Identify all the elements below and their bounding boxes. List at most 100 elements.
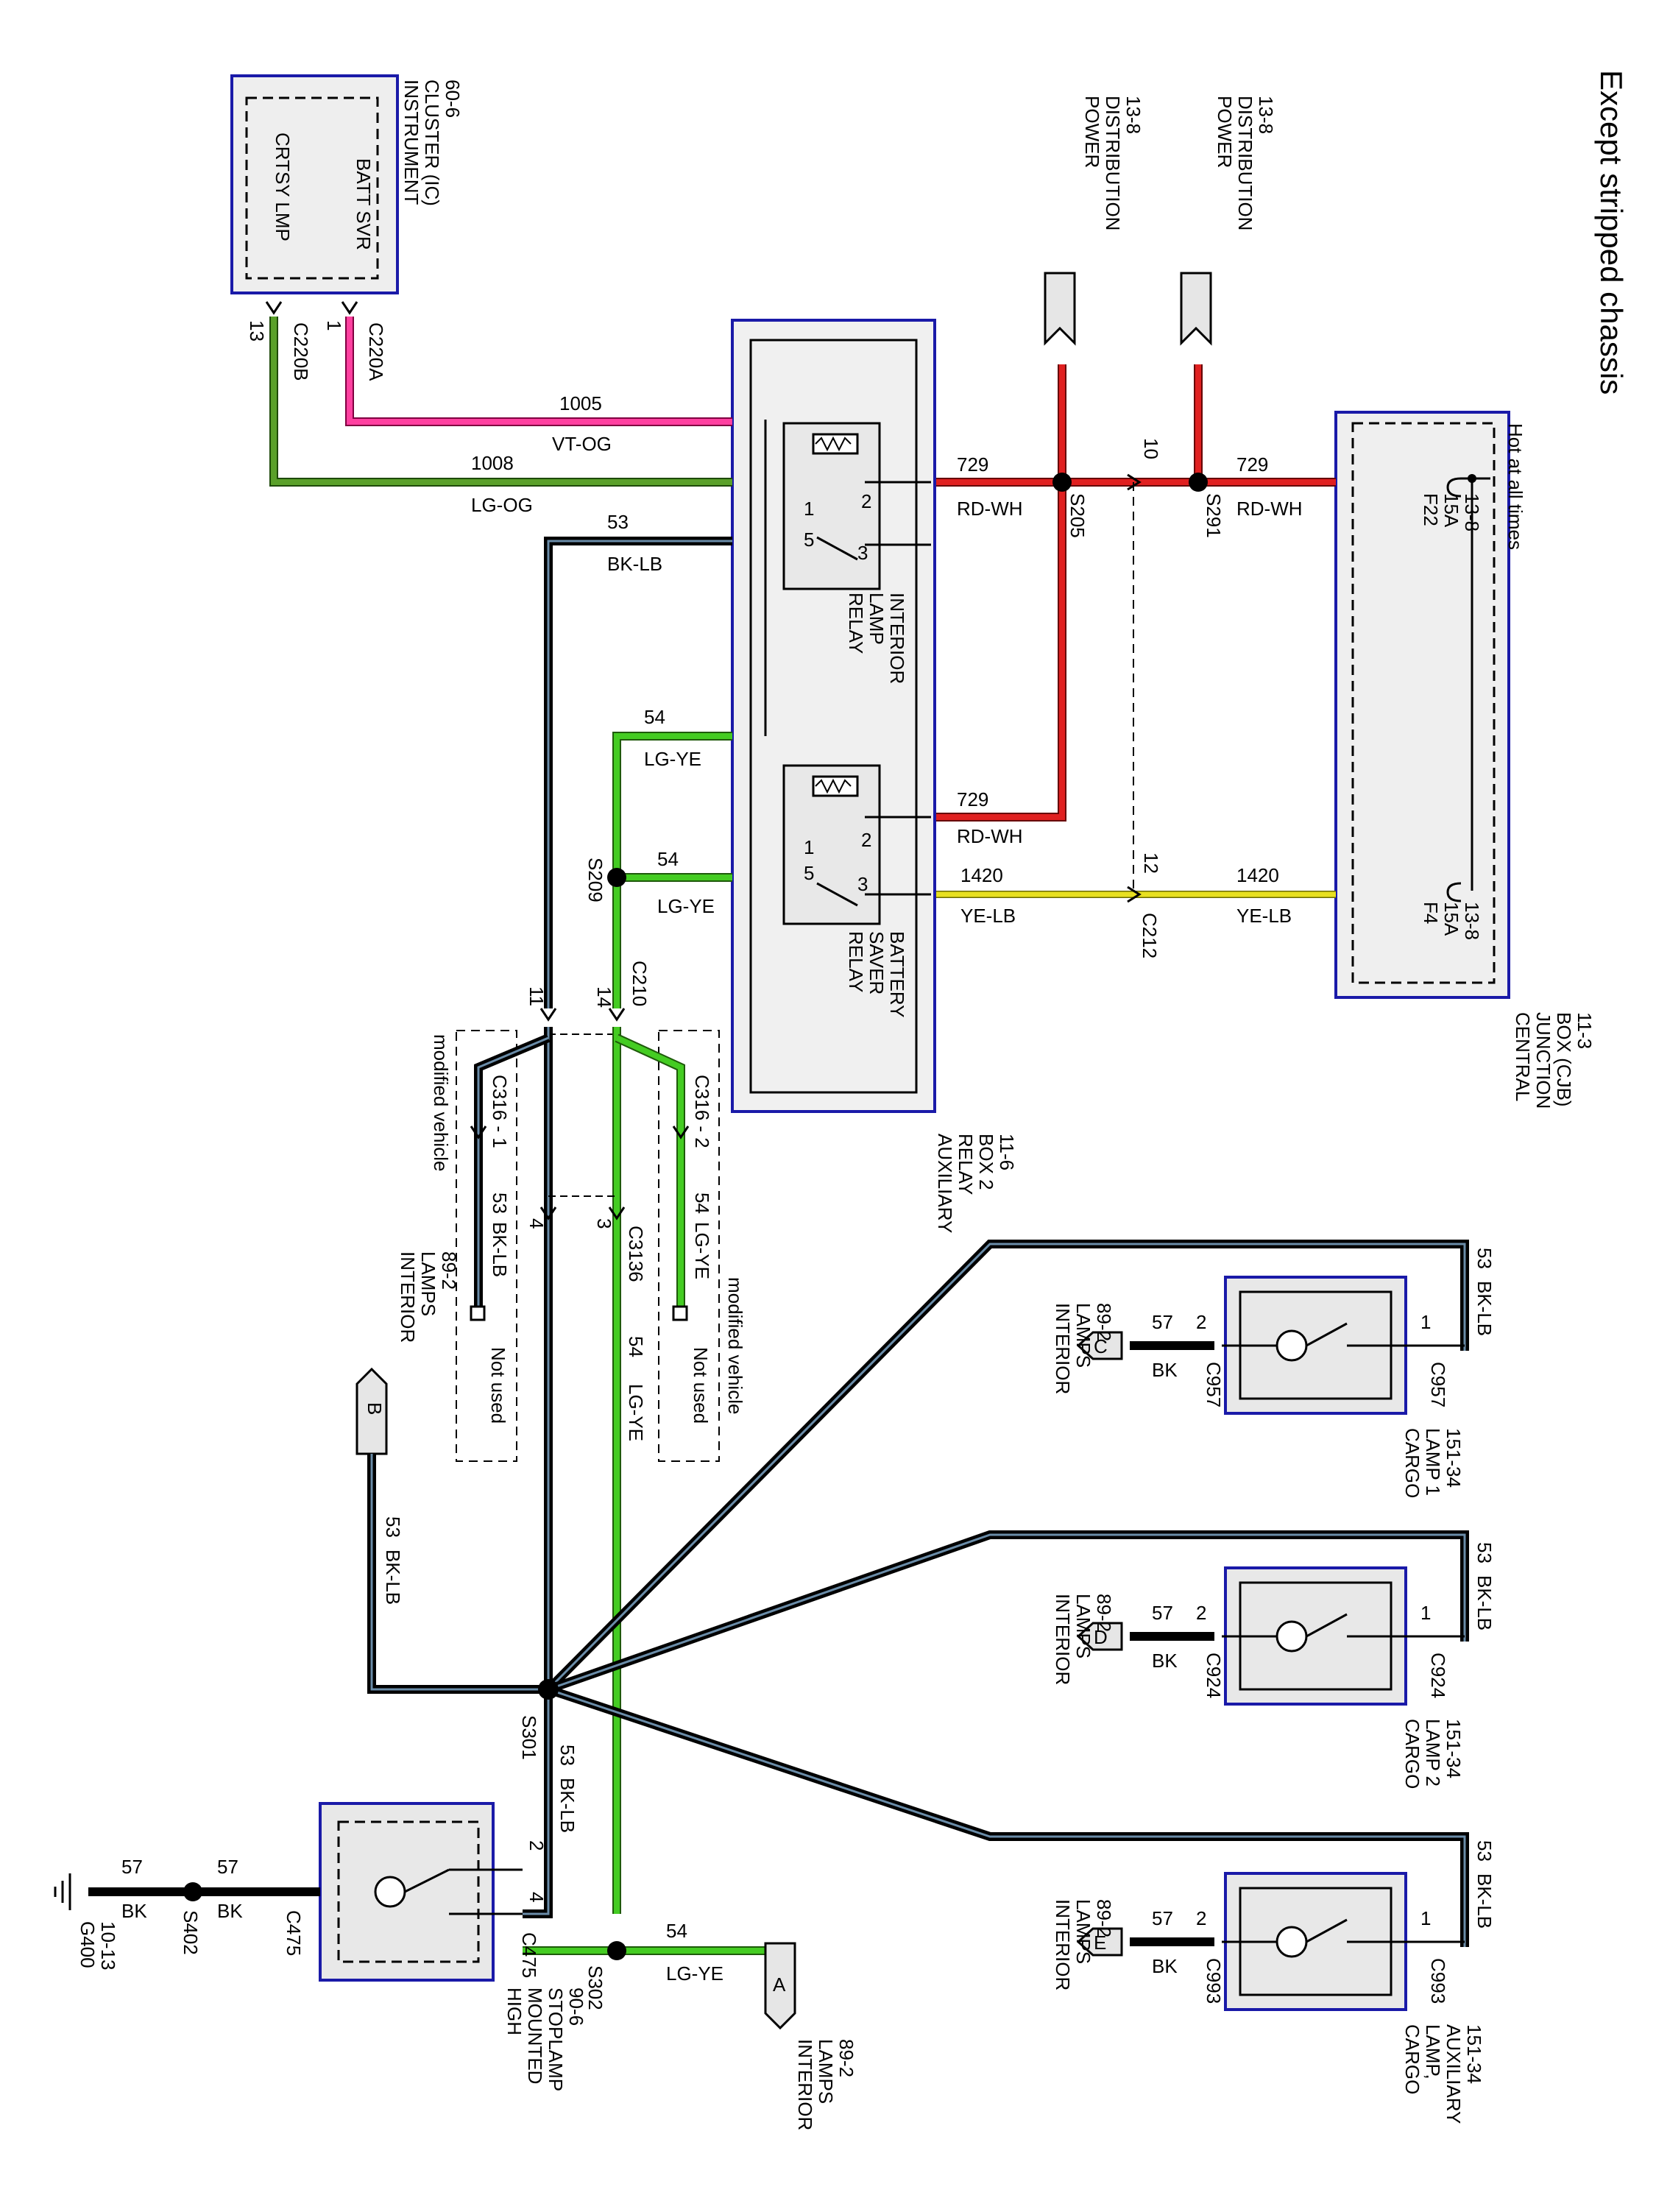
connector-c3136: C3136 4 3 [526,1195,647,1282]
svg-text:13-8: 13-8 [1122,96,1144,134]
svg-text:CENTRAL: CENTRAL [1512,1012,1534,1101]
svg-text:AUXILIARY: AUXILIARY [1443,2024,1465,2124]
svg-text:151-34: 151-34 [1463,2024,1485,2084]
svg-text:90-6: 90-6 [565,1987,587,2026]
svg-text:RD-WH: RD-WH [957,498,1023,520]
high-mounted-stoplamp: 2 4 C475 HIGH MOUNTED STOPLAMP 90-6 [319,1802,587,2091]
svg-text:LG-YE: LG-YE [644,748,701,770]
svg-text:F22: F22 [1420,493,1442,526]
ground-circuit: 57 BK 57 BK S402 C475 G400 10-13 [54,1856,320,1971]
svg-text:4: 4 [526,1892,548,1902]
svg-text:CARGO: CARGO [1401,1719,1423,1789]
svg-text:10: 10 [1140,438,1162,459]
cargo-lamp-2: D 57 BK 2 1 C924 C924 CARGO LAMP 2 151-3… [1052,1566,1465,1789]
splice-s205 [1052,473,1072,492]
svg-text:2: 2 [1196,1602,1206,1624]
svg-text:LAMP 2: LAMP 2 [1422,1719,1444,1787]
svg-text:BK-LB: BK-LB [489,1222,511,1277]
svg-text:AUXILIARY: AUXILIARY [934,1134,956,1233]
svg-text:E: E [1094,1932,1106,1954]
svg-text:A: A [773,1974,786,1996]
svg-text:57: 57 [1152,1907,1173,1929]
splice-s302 [607,1941,626,1960]
svg-text:5: 5 [804,529,814,551]
svg-text:LAMPS: LAMPS [1072,1899,1094,1964]
lamp-bulb-icon [1275,1926,1308,1958]
svg-text:SAVER: SAVER [866,931,888,994]
svg-text:CARGO: CARGO [1401,1428,1423,1498]
svg-text:INTERIOR: INTERIOR [886,593,908,684]
wire-1420: 1420 YE-LB 1420 YE-LB [931,864,1336,927]
connector-c210: C210 11 14 [526,961,651,1035]
svg-text:C924: C924 [1203,1653,1225,1698]
fuse-f22-label: F22 15A 13-8 [1420,493,1483,531]
svg-text:G400: G400 [77,1921,99,1968]
power-distribution-2: POWER DISTRIBUTION 13-8 [1180,96,1277,346]
wire-53-trunk: 53 BK-LB [544,511,732,1008]
svg-text:POWER: POWER [1214,96,1236,168]
svg-text:C993: C993 [1203,1958,1225,2004]
svg-text:C210: C210 [629,961,651,1006]
svg-text:12: 12 [1140,852,1162,874]
svg-text:57: 57 [121,1856,143,1878]
central-junction-box: Hot at all times CENTRAL JUNCTION BOX (C… [1334,411,1596,1109]
svg-text:2: 2 [526,1840,548,1851]
svg-text:2: 2 [861,490,871,512]
cargo-lamp-auxiliary: E 57 BK 2 1 C993 C993 CARGO LAMP, AUXILI… [1052,1872,1485,2124]
svg-text:MOUNTED: MOUNTED [524,1987,546,2084]
svg-text:89-2: 89-2 [1093,1594,1115,1632]
interior-lamp-relay-label: INTERIOR LAMP RELAY [845,593,908,684]
wire-54-lower: 54 LG-YE [612,1027,647,1914]
svg-text:CLUSTER (IC): CLUSTER (IC) [421,79,443,206]
svg-text:15A: 15A [1440,902,1462,936]
splice-s301 [538,1679,559,1700]
svg-text:JUNCTION: JUNCTION [1532,1012,1554,1109]
splice-s291 [1189,473,1208,492]
svg-text:INTERIOR: INTERIOR [794,2039,816,2130]
wire-54: 54 LG-YE 54 LG-YE S209 [584,706,732,1008]
svg-text:3: 3 [857,542,868,564]
svg-text:LAMPS: LAMPS [1072,1594,1094,1658]
svg-text:151-34: 151-34 [1443,1428,1465,1488]
svg-text:53: 53 [489,1192,511,1214]
cargo-lamp-1: C 57 BK 2 1 C957 C957 CARGO LAMP 1 151-3… [1052,1276,1465,1498]
svg-text:LAMP: LAMP [866,593,888,645]
svg-text:2: 2 [861,829,871,851]
svg-text:BK: BK [1152,1359,1178,1381]
connector-b-icon [355,1367,388,1455]
modified-vehicle-c316-1: C316 - 1 53 BK-LB Not used modified vehi… [430,1030,551,1462]
svg-text:LAMPS: LAMPS [1072,1303,1094,1368]
svg-text:1: 1 [323,320,345,331]
svg-text:C475: C475 [518,1932,540,1978]
svg-text:YE-LB: YE-LB [1236,905,1292,927]
svg-text:D: D [1094,1626,1108,1648]
svg-text:LG-YE: LG-YE [691,1222,713,1279]
svg-text:BATTERY: BATTERY [886,931,908,1018]
svg-text:53: 53 [607,511,629,533]
svg-text:729: 729 [957,453,988,476]
svg-text:BK-LB: BK-LB [1473,1281,1496,1336]
svg-text:C957: C957 [1203,1362,1225,1407]
svg-text:S301: S301 [518,1715,540,1760]
svg-text:RELAY: RELAY [845,593,867,654]
svg-text:2: 2 [1196,1311,1206,1333]
splice-s402 [183,1882,202,1901]
interior-lamps-top-label: INTERIOR LAMPS 89-2 B 53 BK-LB [355,1251,548,1694]
svg-text:14: 14 [593,986,615,1008]
svg-text:S402: S402 [180,1910,202,1955]
svg-text:C993: C993 [1427,1958,1449,2004]
svg-text:729: 729 [957,788,988,810]
svg-text:3: 3 [857,873,868,895]
svg-text:729: 729 [1236,453,1268,476]
svg-text:53: 53 [1473,1542,1496,1563]
svg-text:1: 1 [804,836,814,858]
wire-729: 729 RD-WH 729 RD-WH 729 RD-WH S205 S291 [931,364,1336,847]
svg-text:10-13: 10-13 [97,1921,119,1971]
fuse-f4-icon [1446,882,1462,902]
svg-text:POWER: POWER [1081,96,1103,168]
hot-at-all-times-note: Hot at all times [1504,423,1526,550]
svg-text:YE-LB: YE-LB [960,905,1016,927]
svg-text:LG-YE: LG-YE [666,1962,723,1985]
svg-text:LG-OG: LG-OG [471,494,533,516]
